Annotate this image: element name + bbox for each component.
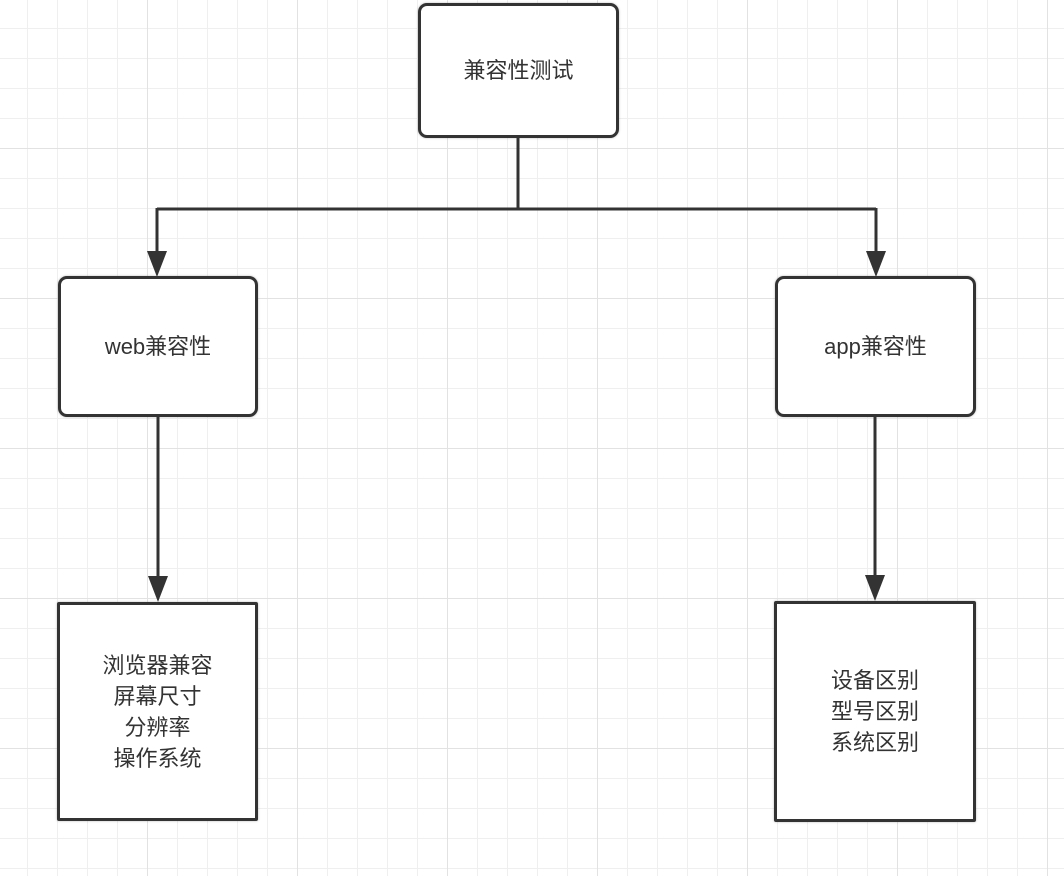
arrowhead-web [147,251,167,277]
node-app-detail-line-2: 型号区别 [830,699,919,724]
arrowhead-app [866,251,886,277]
node-compatibility-test[interactable]: 兼容性测试 [418,3,619,138]
arrowhead-app-detail [865,575,885,601]
arrowhead-web-detail [148,576,168,602]
node-web-detail-line-1: 浏览器兼容 [102,652,213,678]
node-web-detail-line-4: 操作系统 [113,745,202,771]
node-app-compatibility-label: app兼容性 [824,334,927,359]
node-app-compatibility[interactable]: app兼容性 [775,276,976,417]
node-web-detail-line-3: 分辨率 [124,714,191,740]
node-web-detail[interactable]: 浏览器兼容 屏幕尺寸 分辨率 操作系统 [57,602,258,821]
node-web-compatibility[interactable]: web兼容性 [58,276,258,417]
node-app-detail-line-3: 系统区别 [830,730,919,755]
node-app-detail-line-1: 设备区别 [830,668,919,693]
node-web-compatibility-label: web兼容性 [104,334,212,359]
node-web-detail-line-2: 屏幕尺寸 [113,683,202,709]
node-app-detail[interactable]: 设备区别 型号区别 系统区别 [774,601,976,822]
node-compatibility-test-label: 兼容性测试 [463,58,574,83]
